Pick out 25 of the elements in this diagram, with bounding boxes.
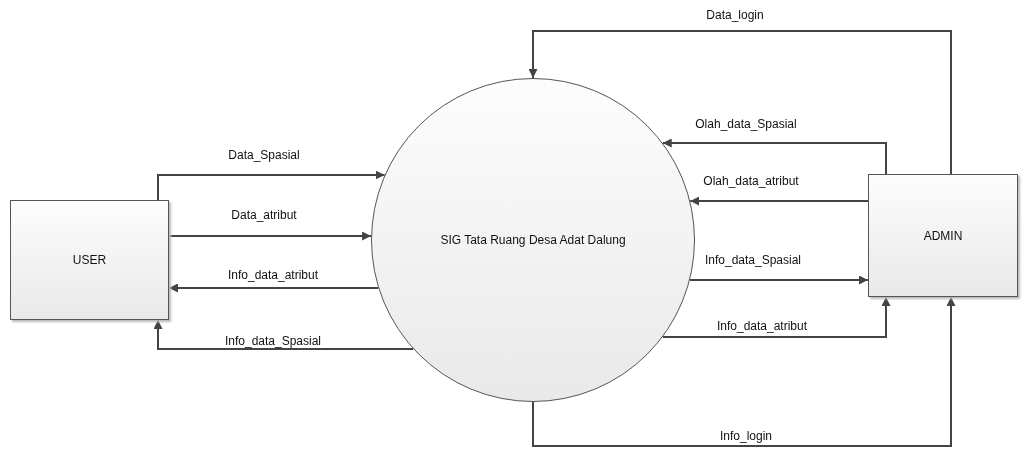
arrow [153, 319, 415, 350]
arrow [689, 275, 869, 285]
entity-box [868, 174, 1018, 297]
entity-box [10, 200, 169, 320]
arrow [661, 296, 891, 338]
edge-label: Info_data_Spasial [224, 334, 322, 348]
arrow [157, 170, 386, 201]
edge-label: Info_data_atribut [227, 268, 319, 282]
arrow [532, 296, 956, 447]
node-label: ADMIN [922, 228, 964, 243]
arrow [528, 30, 952, 175]
edge-label: Olah_data_Spasial [695, 117, 797, 131]
edge-label: Olah_data_atribut [703, 174, 799, 188]
edge-label: Info_login [720, 429, 772, 443]
edge-label: Data_Spasial [228, 148, 300, 162]
node-label: SIG Tata Ruang Desa Adat Dalung [439, 233, 627, 247]
node-label: USER [71, 253, 108, 267]
edge-label: Data_login [706, 8, 764, 22]
arrow [661, 138, 887, 175]
edge-label: Data_atribut [231, 208, 297, 222]
arrow [168, 231, 373, 241]
edge-label: Info_data_Spasial [704, 253, 802, 267]
arrow [689, 196, 869, 206]
edge-label: Info_data_atribut [716, 319, 808, 333]
arrow [168, 283, 380, 293]
